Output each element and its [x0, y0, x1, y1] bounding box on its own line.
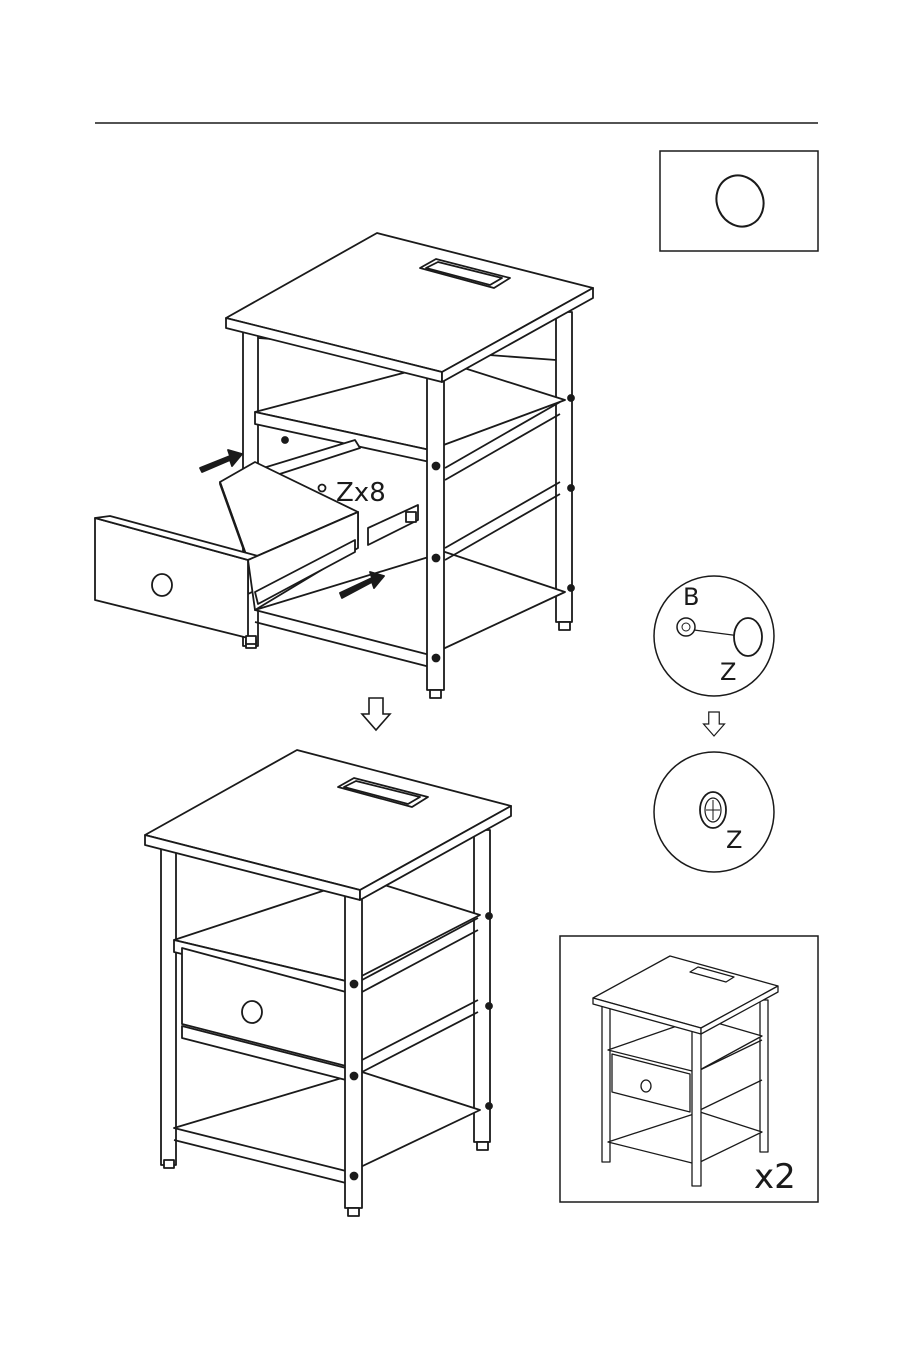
detail-b-label: B: [683, 585, 699, 609]
lower-table-drawing: [145, 750, 511, 1216]
quantity-label: x2: [754, 1160, 796, 1194]
screw-callout-label: Zx8: [336, 480, 386, 506]
detail-step-arrow-icon: [704, 712, 725, 736]
step-arrow-icon: [362, 698, 390, 730]
upper-table-drawing: [95, 233, 593, 698]
detail-knob-after: [654, 752, 774, 872]
detail-knob-before: [654, 576, 774, 696]
detail-z-after-label: Z: [726, 828, 742, 852]
part-z-box: [660, 151, 818, 251]
detail-z-before-label: Z: [720, 660, 736, 684]
